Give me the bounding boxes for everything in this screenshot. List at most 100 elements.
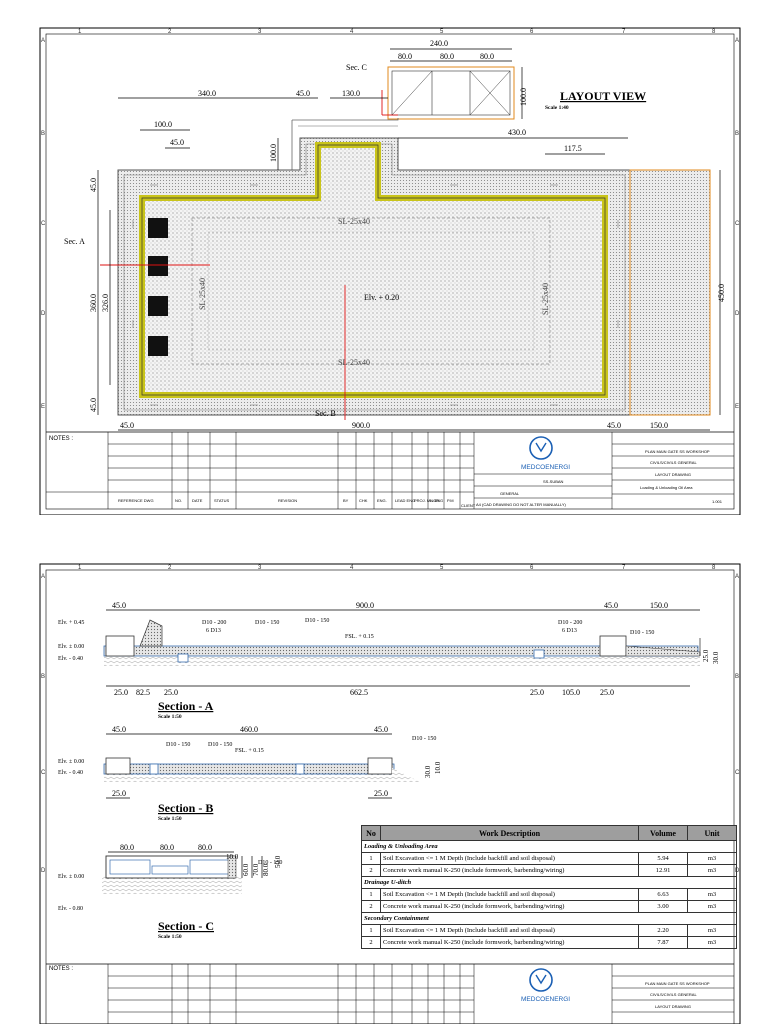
sa-dim-662-5: 662.5 xyxy=(350,688,368,697)
table-row: 2 Concrete work manual K-250 (include fo… xyxy=(361,864,737,877)
sheet1-title-block: MEDCOENERGI NOTES : REFERENCE DWG NO. DA… xyxy=(46,431,734,509)
row-volume: 3.00 xyxy=(638,900,688,913)
sec-a-mark: Sec. A xyxy=(64,237,85,246)
sb-elv-000: Elv. ± 0.00 xyxy=(58,759,84,765)
s2-grid-top-2: 2 xyxy=(168,565,172,571)
sa-rebar-d10-150-r: D10 - 150 xyxy=(630,630,654,636)
sb-dim-10: 10.0 xyxy=(434,761,442,774)
sb-rebar-d10-150-a: D10 - 150 xyxy=(166,742,190,748)
sc-dim-80: 80.0 xyxy=(262,863,270,876)
col-unit-header: Unit xyxy=(687,825,737,841)
grid-side-e: E xyxy=(41,404,45,410)
dim-100-vertical: 100.0 xyxy=(519,88,528,106)
sc-dim-70: 70.0 xyxy=(252,863,260,876)
grid-side-d-right: D xyxy=(735,311,740,317)
sc-dim-60: 60.0 xyxy=(242,863,250,876)
no-header: NO. xyxy=(175,498,182,503)
s2-grid-top-3: 3 xyxy=(258,565,262,571)
row-unit: m3 xyxy=(687,864,737,877)
sl-bottom-label: SL-25x40 xyxy=(338,358,370,367)
table-row: 1 Soil Excavation <= 1 M Depth (Include … xyxy=(361,924,737,937)
dim-100: 100.0 xyxy=(154,120,172,129)
sa-dim-45-left: 45.0 xyxy=(112,601,126,610)
sa-dim-25-right: 25.0 xyxy=(702,649,710,662)
sb-dim-45-left: 45.0 xyxy=(112,725,126,734)
wheel-stop-blocks xyxy=(148,218,168,356)
row-no: 1 xyxy=(361,924,381,937)
sheet1-outer-border xyxy=(39,27,741,515)
sa-dim-25-d: 25.0 xyxy=(600,688,614,697)
grid-top-3: 3 xyxy=(258,29,262,35)
sb-dim-25-b: 25.0 xyxy=(374,789,388,798)
sheet1-grid-labels: 1 2 3 4 5 6 7 8 A B C D E A B C D E xyxy=(41,29,740,410)
col-volume-header: Volume xyxy=(638,825,688,841)
drawing-title-2: PLAN MAIN GATE SS WORKSHOP xyxy=(645,981,710,986)
table-row: 2 Concrete work manual K-250 (include fo… xyxy=(361,900,737,913)
dim-130: 130.0 xyxy=(342,89,360,98)
layout-view-scale: Scale 1:40 xyxy=(545,105,569,111)
row-volume: 12.91 xyxy=(638,864,688,877)
sa-dim-30-right: 30.0 xyxy=(712,651,720,664)
s2-grid-top-6: 6 xyxy=(530,565,534,571)
work-description-table: No Work Description Volume Unit Loading … xyxy=(361,825,737,949)
l-eng-header: L. ENG xyxy=(430,498,443,503)
s2-grid-side-a: A xyxy=(41,574,45,580)
grid-top-8: 8 xyxy=(712,29,716,35)
row-unit: m3 xyxy=(687,888,737,901)
lead-eng-header: LEAD ENG. xyxy=(395,498,416,503)
ref-dwg-header: REFERENCE DWG xyxy=(118,498,154,503)
status-header: STATUS xyxy=(214,498,230,503)
dim-117-5: 117.5 xyxy=(564,144,582,153)
grid-side-c-right: C xyxy=(735,221,740,227)
table-row: 1 Soil Excavation <= 1 M Depth (Include … xyxy=(361,888,737,901)
sec-b-mark: Sec. B xyxy=(315,409,336,418)
sb-dim-30: 30.0 xyxy=(424,765,432,778)
row-unit: m3 xyxy=(687,900,737,913)
group-loading-unloading: Loading & Unloading Area xyxy=(361,840,737,853)
dim-45-small: 45.0 xyxy=(170,138,184,147)
eng-header: ENG. xyxy=(377,498,387,503)
chk-header: CHK xyxy=(359,498,368,503)
sb-dim-45-right: 45.0 xyxy=(374,725,388,734)
doc-type-2: LAYOUT DRAWING xyxy=(655,1004,691,1009)
s2-grid-top-7: 7 xyxy=(622,565,626,571)
doc-type: LAYOUT DRAWING xyxy=(655,472,691,477)
sb-dim-460: 460.0 xyxy=(240,725,258,734)
sa-rebar-d10-150-a: D10 - 150 xyxy=(255,620,279,626)
drawing-title: PLAN MAIN GATE SS WORKSHOP xyxy=(645,449,710,454)
company-name: MEDCOENERGI xyxy=(521,464,570,471)
layout-view-sheet: 1 2 3 4 5 6 7 8 A B C D E A B C D E xyxy=(39,27,741,515)
row-volume: 7.87 xyxy=(638,936,688,949)
area-value: SS-SUBAN xyxy=(543,479,564,484)
section-c-labels: 80.0 80.0 80.0 10.0 D10 - 150 Elv. ± 0.0… xyxy=(58,843,282,940)
sa-dim-45-right: 45.0 xyxy=(604,601,618,610)
grid-top-2: 2 xyxy=(168,29,172,35)
s2-grid-side-c: C xyxy=(41,770,46,776)
grid-side-c: C xyxy=(41,221,46,227)
sa-elv-000: Elv. ± 0.00 xyxy=(58,644,84,650)
layout-labels: 240.0 80.0 80.0 80.0 340.0 45.0 130.0 43… xyxy=(64,39,668,430)
sb-fsl: FSL. + 0.15 xyxy=(235,748,264,754)
s2-grid-top-8: 8 xyxy=(712,565,716,571)
sections-sheet: 1 2 3 4 5 6 7 8 A B C D A B C D 45.0 900… xyxy=(39,563,741,1024)
layout-dimension-lines xyxy=(97,48,721,431)
area-title: Loading & Unloading Oil Area xyxy=(640,485,693,490)
s2-grid-side-a-right: A xyxy=(735,574,739,580)
row-unit: m3 xyxy=(687,852,737,865)
company-logo-icon-2 xyxy=(529,968,553,992)
sheet-number: 1.001 xyxy=(712,499,723,504)
dim-45-top: 45.0 xyxy=(296,89,310,98)
sa-dim-900: 900.0 xyxy=(356,601,374,610)
dim-total-240: 240.0 xyxy=(430,39,448,48)
row-desc: Concrete work manual K-250 (include form… xyxy=(380,864,639,877)
col-no-header: No xyxy=(361,825,381,841)
section-a-title: Section - A xyxy=(158,699,214,713)
row-no: 2 xyxy=(361,900,381,913)
s2-grid-top-5: 5 xyxy=(440,565,444,571)
sc-elv-000: Elv. ± 0.00 xyxy=(58,874,84,880)
sheet1-inner-border xyxy=(45,33,735,510)
col-desc-header: Work Description xyxy=(380,825,639,841)
grid-side-d: D xyxy=(41,311,46,317)
row-no: 2 xyxy=(361,864,381,877)
row-volume: 5.94 xyxy=(638,852,688,865)
